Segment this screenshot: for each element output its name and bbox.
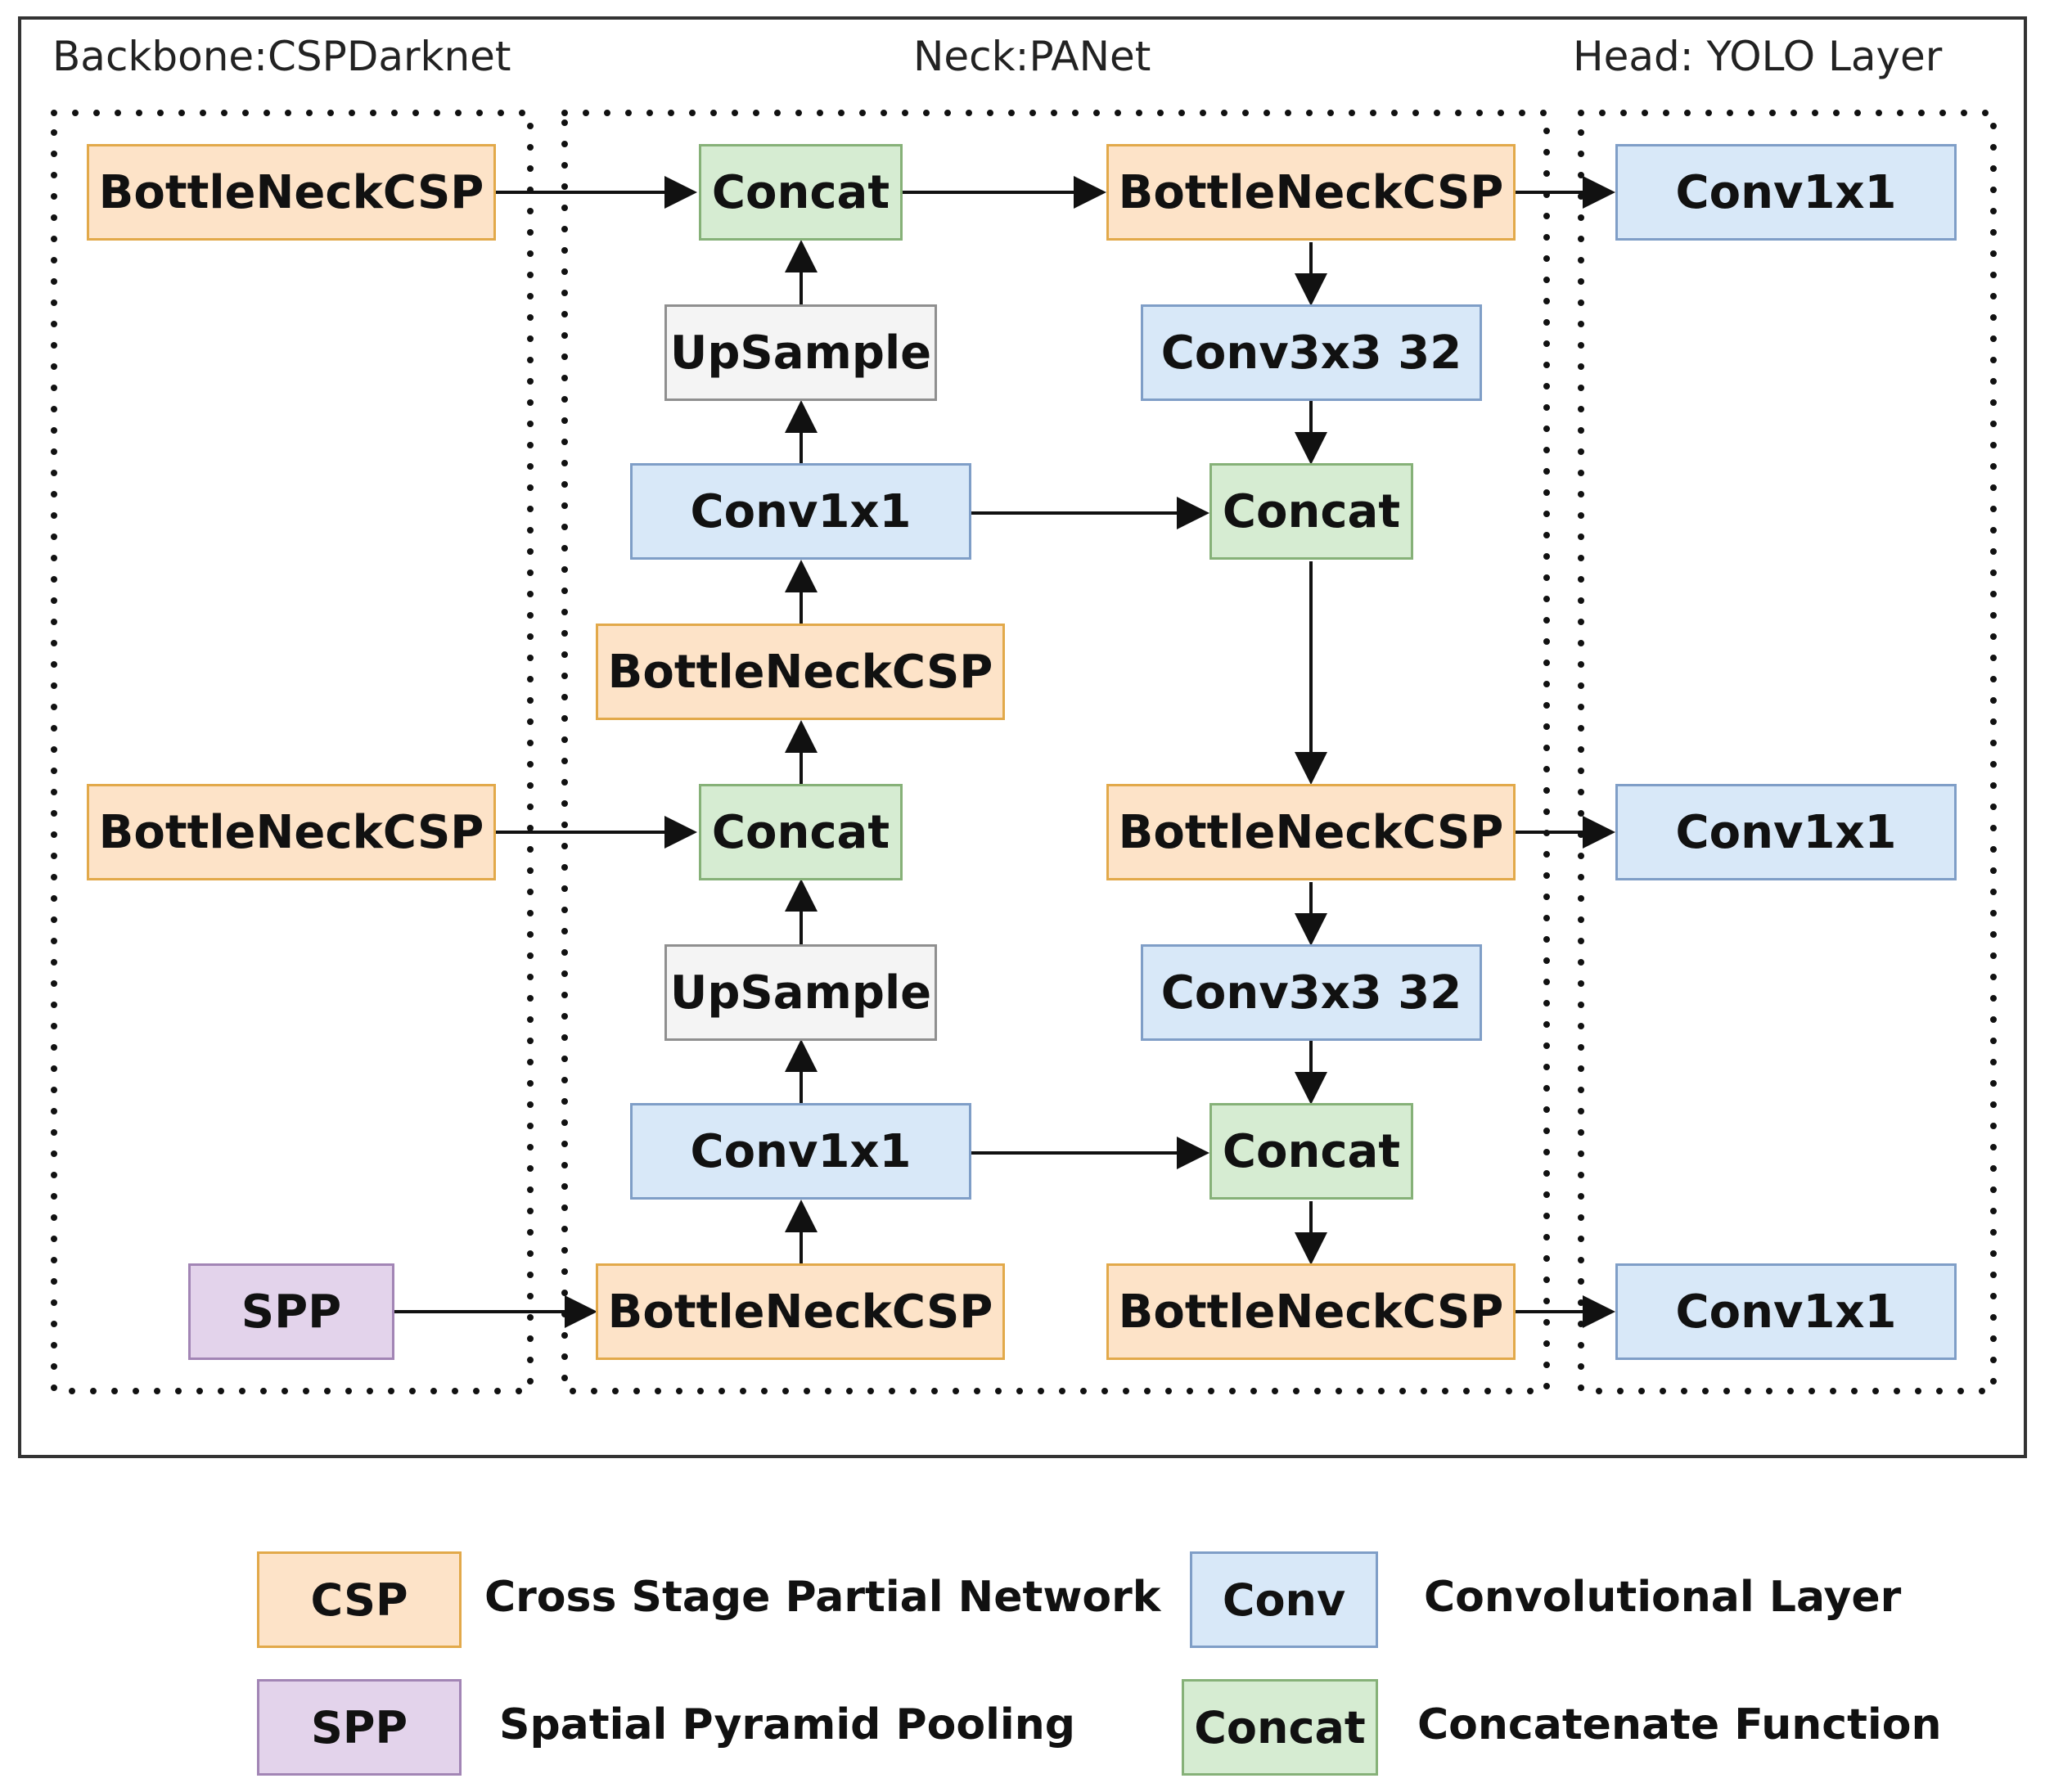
legend-spp-swatch: SPP — [257, 1679, 462, 1776]
legend-csp-swatch: CSP — [257, 1551, 462, 1648]
backbone-bottleneckcsp-top: BottleNeckCSP — [87, 144, 496, 241]
neck-right-bottleneckcsp-top: BottleNeckCSP — [1106, 144, 1516, 241]
neck-right-concat-top: Concat — [1209, 463, 1413, 560]
legend-concat-label: Concatenate Function — [1417, 1700, 1942, 1749]
head-region — [1578, 110, 1997, 1394]
neck-right-concat-bottom: Concat — [1209, 1103, 1413, 1200]
legend-csp-label: Cross Stage Partial Network — [484, 1573, 1161, 1622]
neck-upsample-top: UpSample — [664, 304, 937, 401]
neck-right-bottleneckcsp-middle: BottleNeckCSP — [1106, 784, 1516, 880]
neck-right-conv3x3-bottom: Conv3x3 32 — [1141, 944, 1482, 1041]
backbone-bottleneckcsp-middle: BottleNeckCSP — [87, 784, 496, 880]
neck-conv1x1-top: Conv1x1 — [630, 463, 971, 560]
neck-right-bottleneckcsp-bottom: BottleNeckCSP — [1106, 1263, 1516, 1360]
backbone-region — [51, 110, 534, 1394]
neck-upsample-bottom: UpSample — [664, 944, 937, 1041]
backbone-spp: SPP — [188, 1263, 394, 1360]
head-conv1x1-middle: Conv1x1 — [1615, 784, 1957, 880]
head-conv1x1-bottom: Conv1x1 — [1615, 1263, 1957, 1360]
legend-conv-swatch: Conv — [1190, 1551, 1378, 1648]
backbone-title: Backbone:CSPDarknet — [52, 33, 511, 80]
neck-right-conv3x3-top: Conv3x3 32 — [1141, 304, 1482, 401]
legend-conv-label: Convolutional Layer — [1424, 1573, 1902, 1622]
neck-bottleneckcsp-upper: BottleNeckCSP — [596, 624, 1005, 720]
legend-concat-swatch: Concat — [1182, 1679, 1378, 1776]
neck-region — [561, 110, 1550, 1394]
outer-border — [18, 16, 2027, 1458]
legend-spp-label: Spatial Pyramid Pooling — [499, 1700, 1075, 1749]
neck-conv1x1-bottom: Conv1x1 — [630, 1103, 971, 1200]
neck-concat-middle: Concat — [699, 784, 903, 880]
neck-bottleneckcsp-bottom: BottleNeckCSP — [596, 1263, 1005, 1360]
neck-title: Neck:PANet — [913, 33, 1151, 80]
connection-arrows — [394, 176, 1615, 1328]
neck-concat-top: Concat — [699, 144, 903, 241]
head-conv1x1-top: Conv1x1 — [1615, 144, 1957, 241]
head-title: Head: YOLO Layer — [1573, 33, 1943, 80]
